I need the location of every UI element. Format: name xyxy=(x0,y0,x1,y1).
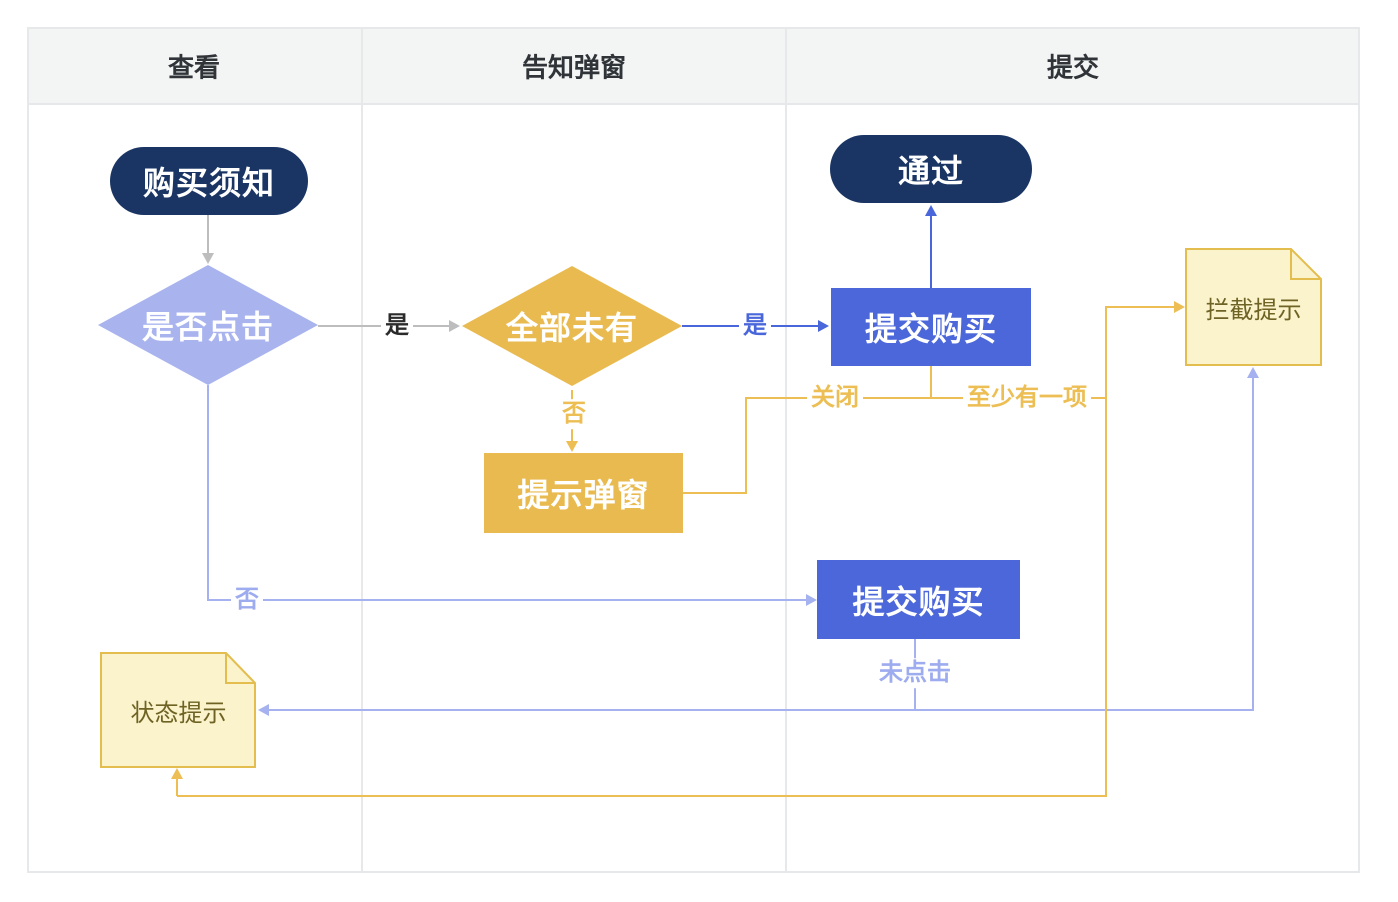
node-intercept-tip-note[interactable]: 拦截提示 xyxy=(1185,248,1322,366)
edge-clicked-no-arrowhead xyxy=(806,594,817,606)
node-submit-purchase-top[interactable]: 提交购买 xyxy=(831,288,1031,366)
lane-title-notify-popup: 告知弹窗 xyxy=(521,52,627,83)
edge-label-clicked-no: 否 xyxy=(231,585,263,615)
lane-title-view: 查看 xyxy=(167,52,221,83)
edge-label-unowned-yes: 是 xyxy=(739,311,771,341)
edge-close-segment-bottom xyxy=(177,795,1107,797)
edge-unowned-yes-arrowhead xyxy=(818,320,829,332)
node-is-clicked-label: 是否点击 xyxy=(141,309,274,345)
node-submit-purchase-bottom[interactable]: 提交购买 xyxy=(817,560,1020,639)
node-status-tip-label: 状态提示 xyxy=(130,699,227,727)
edge-label-unowned-no: 否 xyxy=(558,399,590,429)
edge-clicked-no-segment-v xyxy=(207,385,209,601)
edge-submit-to-pass-arrowhead xyxy=(925,205,937,216)
node-status-tip-note[interactable]: 状态提示 xyxy=(100,652,257,768)
edge-to-status-tip-arrowhead xyxy=(258,704,269,716)
edge-notice-to-clicked-arrowhead xyxy=(202,253,214,264)
edge-clicked-yes-arrowhead xyxy=(449,320,460,332)
node-purchase-notice-label: 购买须知 xyxy=(142,165,275,201)
edge-label-not-clicked: 未点击 xyxy=(875,658,955,688)
edge-at-least-one-arrowhead xyxy=(1174,301,1185,313)
node-purchase-notice[interactable]: 购买须知 xyxy=(110,147,308,215)
lane-divider-2 xyxy=(785,27,787,873)
edge-notice-to-clicked-segment xyxy=(207,215,209,253)
note-shape-icon xyxy=(1185,248,1322,366)
edge-at-least-one-segment-h xyxy=(1105,306,1175,308)
edge-close-segment-3 xyxy=(745,397,1107,399)
edge-label-close: 关闭 xyxy=(807,383,863,413)
node-intercept-tip-label: 拦截提示 xyxy=(1205,296,1302,324)
lane-title-submit: 提交 xyxy=(1046,52,1100,83)
edge-close-to-status-arrowhead xyxy=(171,768,183,779)
edge-not-clicked-segment-h xyxy=(269,709,1254,711)
edge-submit-to-pass-segment xyxy=(930,216,932,288)
edge-to-intercept-arrowhead xyxy=(1247,367,1259,378)
edge-to-intercept-segment-v xyxy=(1252,378,1254,711)
lane-divider-1 xyxy=(361,27,363,873)
edge-label-clicked-yes: 是 xyxy=(381,311,413,341)
edge-clicked-no-segment-h xyxy=(207,599,806,601)
swimlane-header-row xyxy=(27,27,1360,105)
edge-unowned-no-arrowhead xyxy=(566,441,578,452)
edge-label-at-least-one: 至少有一项 xyxy=(963,383,1091,413)
note-shape-icon xyxy=(100,652,256,768)
node-pass-label: 通过 xyxy=(897,153,964,189)
node-all-unowned-label: 全部未有 xyxy=(505,310,638,346)
node-submit-purchase-bottom-label: 提交购买 xyxy=(852,583,985,620)
node-submit-purchase-top-label: 提交购买 xyxy=(864,311,997,347)
edge-at-least-one-segment-v xyxy=(930,366,932,399)
node-prompt-popup[interactable]: 提示弹窗 xyxy=(484,453,683,533)
edge-close-segment-1 xyxy=(683,492,747,494)
node-pass[interactable]: 通过 xyxy=(830,135,1032,203)
edge-close-segment-2 xyxy=(745,398,747,494)
edge-close-segment-up xyxy=(176,779,178,796)
edge-orange-trunk-segment-v xyxy=(1105,307,1107,797)
node-prompt-popup-label: 提示弹窗 xyxy=(517,477,650,513)
